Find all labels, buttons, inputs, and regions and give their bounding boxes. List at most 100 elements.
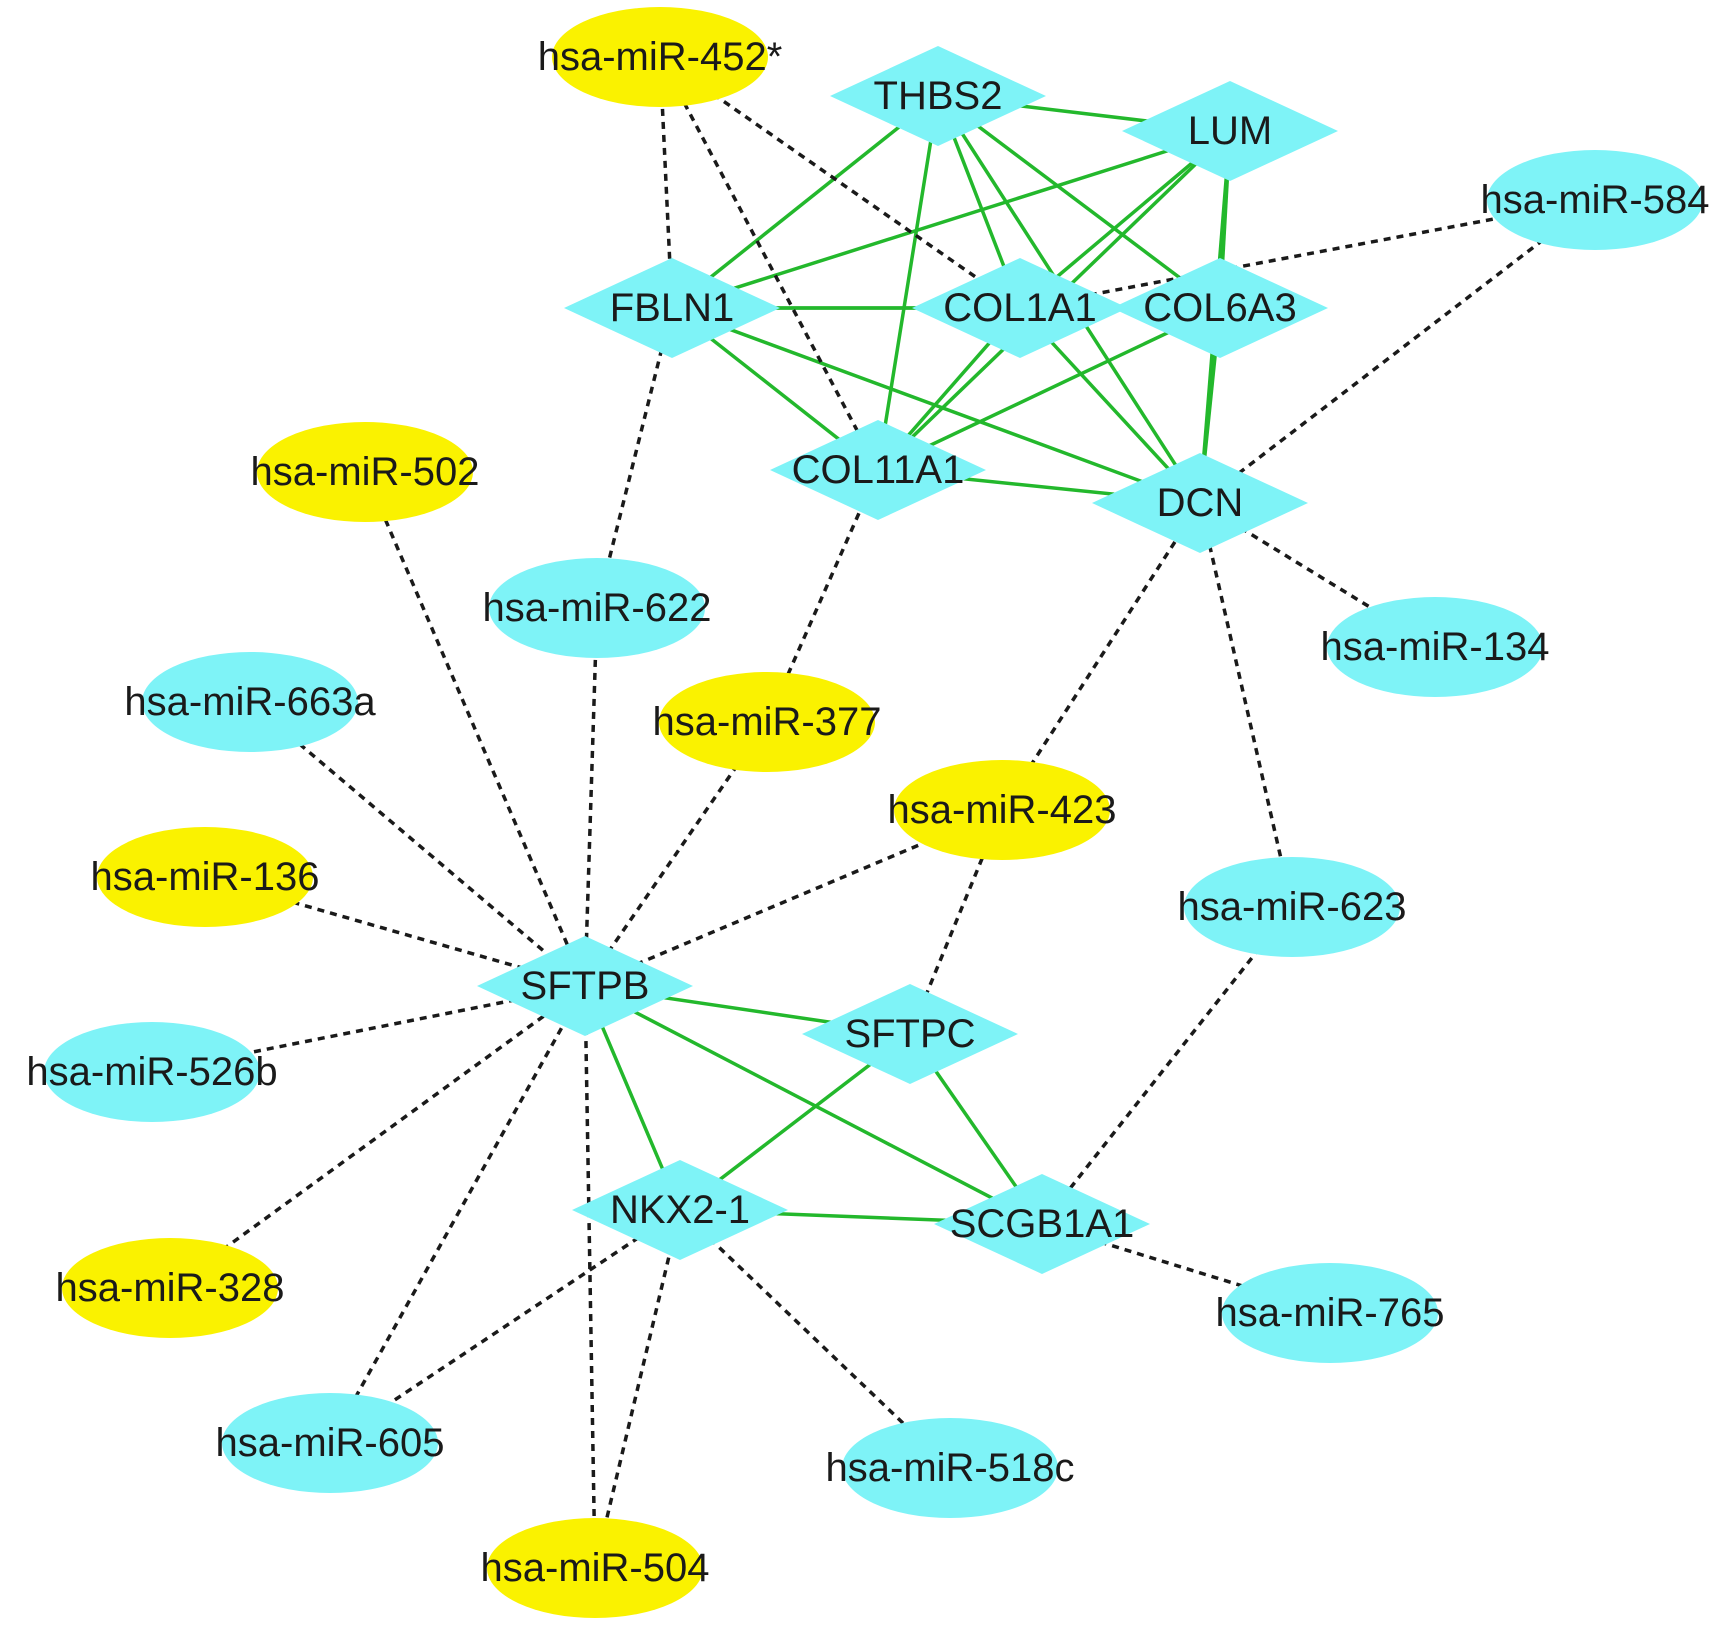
gene-diamond (564, 258, 780, 358)
mirna-node-mir-605[interactable]: hsa-miR-605 (216, 1393, 445, 1493)
gene-label: SFTPB (521, 964, 650, 1008)
mirna-ellipse (257, 422, 473, 522)
mirna-label: hsa-miR-518c (826, 1446, 1075, 1490)
regulation-edge-mir-622-sftpb (583, 607, 599, 987)
gene-node-col6a3[interactable]: COL6A3 (1112, 258, 1328, 358)
gene-label: THBS2 (874, 74, 1003, 118)
regulation-edge-mir-518c-nkx2-1 (678, 1208, 952, 1470)
mirna-node-mir-504[interactable]: hsa-miR-504 (481, 1518, 710, 1618)
regulation-edge-mir-623-dcn (1198, 502, 1294, 908)
mirna-ellipse (44, 1022, 260, 1122)
gene-node-nkx2-1[interactable]: NKX2-1 (572, 1160, 788, 1260)
gene-label: COL1A1 (943, 286, 1096, 330)
mirna-label: hsa-miR-623 (1178, 885, 1407, 929)
regulation-edge-mir-504-nkx2-1 (593, 1209, 682, 1569)
ppi-edge-col6a3-col11a1 (877, 306, 1221, 472)
gene-diamond (1092, 453, 1308, 553)
gene-node-thbs2[interactable]: THBS2 (830, 46, 1046, 146)
regulation-edge-mir-502-sftpb (363, 471, 587, 987)
mirna-node-mir-765[interactable]: hsa-miR-765 (1216, 1263, 1445, 1363)
mirna-ellipse (487, 1518, 703, 1618)
gene-node-sftpb[interactable]: SFTPB (477, 936, 693, 1036)
mirna-label: hsa-miR-328 (56, 1266, 285, 1310)
mirna-label: hsa-miR-663a (124, 680, 376, 724)
mirna-label: hsa-miR-452* (538, 35, 783, 79)
gene-label: COL11A1 (792, 448, 965, 492)
mirna-label: hsa-miR-136 (91, 855, 320, 899)
gene-node-lum[interactable]: LUM (1122, 81, 1338, 181)
regulation-edge-mir-423-sftpb (584, 808, 1003, 988)
gene-label: LUM (1188, 109, 1272, 153)
mirna-ellipse (97, 827, 313, 927)
gene-diamond (912, 258, 1128, 358)
gene-diamond (1122, 81, 1338, 181)
mirna-ellipse (142, 652, 358, 752)
gene-label: FBLN1 (610, 286, 735, 330)
mirna-node-mir-518c[interactable]: hsa-miR-518c (826, 1418, 1075, 1518)
regulation-edge-mir-584-dcn (1198, 198, 1597, 505)
ppi-edge-thbs2-col11a1 (876, 95, 940, 471)
regulation-edge-mir-452-col1a1 (658, 55, 1022, 310)
mirna-ellipse (1327, 597, 1543, 697)
mirna-ellipse (842, 1418, 1058, 1518)
gene-label: COL6A3 (1143, 286, 1296, 330)
gene-node-col1a1[interactable]: COL1A1 (912, 258, 1128, 358)
gene-node-col11a1[interactable]: COL11A1 (770, 420, 986, 520)
mirna-ellipse (1487, 150, 1703, 250)
gene-diamond (830, 46, 1046, 146)
regulation-edge-mir-663a-sftpb (248, 700, 587, 988)
mirna-node-mir-502[interactable]: hsa-miR-502 (251, 422, 480, 522)
gene-label: SCGB1A1 (950, 1202, 1135, 1246)
mirna-ellipse (894, 760, 1110, 860)
mirna-ellipse (222, 1393, 438, 1493)
gene-label: DCN (1157, 481, 1244, 525)
gene-node-fbln1[interactable]: FBLN1 (564, 258, 780, 358)
mirna-ellipse (62, 1238, 278, 1338)
gene-node-dcn[interactable]: DCN (1092, 453, 1308, 553)
ppi-edge-lum-fbln1 (671, 129, 1231, 310)
ppi-edge-thbs2-fbln1 (670, 94, 940, 310)
mirna-label: hsa-miR-377 (653, 700, 882, 744)
regulation-edge-mir-605-sftpb (328, 985, 587, 1444)
gene-diamond (477, 936, 693, 1036)
mirna-label: hsa-miR-584 (1481, 178, 1710, 222)
regulation-edge-mir-452-col11a1 (658, 56, 880, 471)
mirna-node-mir-452[interactable]: hsa-miR-452* (538, 7, 783, 107)
mirna-label: hsa-miR-622 (483, 586, 712, 630)
ppi-edge-sftpb-scgb1a1 (584, 984, 1043, 1226)
mirna-node-mir-623[interactable]: hsa-miR-623 (1178, 857, 1407, 957)
mirna-node-mir-526b[interactable]: hsa-miR-526b (26, 1022, 278, 1122)
mirna-label: hsa-miR-502 (251, 450, 480, 494)
regulation-edge-mir-328-sftpb (168, 984, 587, 1290)
gene-diamond (770, 420, 986, 520)
mirna-node-mir-423[interactable]: hsa-miR-423 (888, 760, 1117, 860)
mirna-node-mir-134[interactable]: hsa-miR-134 (1321, 597, 1550, 697)
mirna-ellipse (489, 558, 705, 658)
gene-diamond (802, 984, 1018, 1084)
nodes-layer: hsa-miR-452* hsa-miR-584 hsa-miR-502 hsa-mi… (26, 7, 1709, 1618)
mirna-ellipse (1184, 857, 1400, 957)
mirna-ellipse (1222, 1263, 1438, 1363)
regulation-edge-mir-623-scgb1a1 (1040, 905, 1294, 1226)
gene-node-scgb1a1[interactable]: SCGB1A1 (934, 1174, 1150, 1274)
mirna-node-mir-663a[interactable]: hsa-miR-663a (124, 652, 376, 752)
mirna-node-mir-136[interactable]: hsa-miR-136 (91, 827, 320, 927)
mirna-label: hsa-miR-423 (888, 788, 1117, 832)
gene-diamond (572, 1160, 788, 1260)
gene-label: NKX2-1 (610, 1188, 750, 1232)
mirna-node-mir-328[interactable]: hsa-miR-328 (56, 1238, 285, 1338)
regulation-edge-mir-504-sftpb (583, 985, 597, 1569)
mirna-label: hsa-miR-134 (1321, 625, 1550, 669)
gene-diamond (1112, 258, 1328, 358)
mirna-node-mir-622[interactable]: hsa-miR-622 (483, 558, 712, 658)
gene-node-sftpc[interactable]: SFTPC (802, 984, 1018, 1084)
gene-diamond (934, 1174, 1150, 1274)
mirna-label: hsa-miR-526b (26, 1050, 277, 1094)
regulation-edges-layer (151, 55, 1597, 1569)
mirna-ellipse (659, 672, 875, 772)
mirna-node-mir-584[interactable]: hsa-miR-584 (1481, 150, 1710, 250)
mirna-node-mir-377[interactable]: hsa-miR-377 (653, 672, 882, 772)
mirna-label: hsa-miR-765 (1216, 1291, 1445, 1335)
mirna-label: hsa-miR-605 (216, 1421, 445, 1465)
gene-label: SFTPC (844, 1012, 975, 1056)
